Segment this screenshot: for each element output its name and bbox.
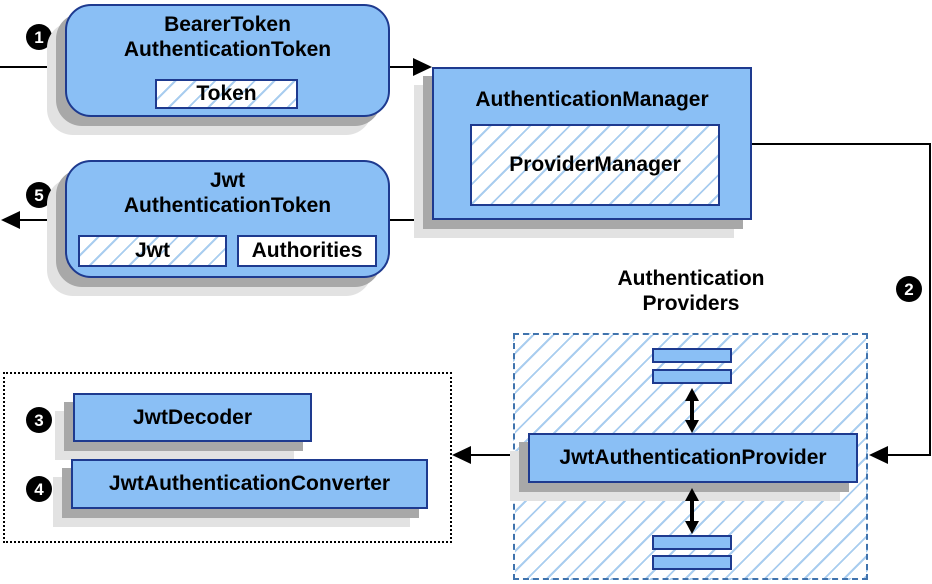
step-5-number: 5 [34, 185, 44, 205]
token-field: Token [155, 79, 298, 109]
provider-placeholder-bar [652, 555, 732, 570]
jwt-token-title-line1: Jwt [209, 169, 245, 192]
authentication-providers-label-line1: Authentication [617, 267, 765, 290]
double-arrow-top-up-head-icon [685, 388, 699, 401]
arrow-request-in-line [0, 66, 65, 68]
provider-placeholder-bar [652, 369, 732, 384]
double-arrow-bottom-icon [685, 488, 699, 534]
jwt-decoder-label: JwtDecoder [132, 405, 253, 429]
jwt-field: Jwt [78, 235, 227, 267]
jwt-authentication-provider-label: JwtAuthenticationProvider [559, 446, 827, 469]
authorities-field: Authorities [237, 235, 377, 267]
step-3-number: 3 [34, 410, 44, 430]
arrow-result-out-line [18, 219, 65, 221]
jwt-field-label: Jwt [134, 239, 170, 262]
step-4-badge: 4 [26, 476, 52, 502]
step-2-route-bottom-line [886, 454, 931, 456]
jwt-authentication-token-title: Jwt AuthenticationToken [67, 168, 388, 218]
step-2-route-top-line [752, 143, 931, 145]
jwt-authentication-provider-node: JwtAuthenticationProvider [528, 433, 858, 483]
arrow-result-out-head-icon [1, 211, 20, 229]
connector-manager-to-jwt-token-line [390, 219, 432, 221]
double-arrow-top-down-head-icon [685, 420, 699, 433]
double-arrow-bottom-down-head-icon [685, 521, 699, 534]
step-3-badge: 3 [26, 407, 52, 433]
arrow-into-converters-head-icon [452, 446, 471, 464]
jwt-authentication-converter-node: JwtAuthenticationConverter [71, 459, 428, 509]
token-field-label: Token [196, 82, 257, 105]
bearer-token-node-title: BearerToken AuthenticationToken [67, 12, 388, 62]
bearer-token-authentication-token-node: BearerToken AuthenticationToken Token [65, 4, 390, 117]
step-4-number: 4 [34, 479, 44, 499]
arrow-to-authentication-manager-head-icon [413, 58, 432, 76]
double-arrow-top-shaft [690, 401, 694, 420]
jwt-authentication-converter-label: JwtAuthenticationConverter [108, 472, 391, 495]
step-2-number: 2 [904, 279, 914, 299]
jwt-decoder-node: JwtDecoder [73, 393, 312, 442]
step-5-badge: 5 [26, 182, 52, 208]
arrow-provider-to-converters-line [469, 454, 528, 456]
authorities-field-label: Authorities [251, 239, 363, 262]
step-1-number: 1 [34, 27, 44, 47]
provider-placeholder-bar [652, 535, 732, 550]
double-arrow-bottom-shaft [690, 501, 694, 521]
step-1-badge: 1 [26, 24, 52, 50]
double-arrow-top-icon [685, 388, 699, 433]
arrow-into-provider-head-icon [869, 446, 888, 464]
step-2-route-vertical-line [929, 143, 931, 456]
bearer-token-title-line2: AuthenticationToken [123, 38, 332, 61]
arrow-to-authentication-manager-line [390, 66, 416, 68]
jwt-authentication-token-node: Jwt AuthenticationToken Jwt Authorities [65, 160, 390, 278]
jwt-token-title-line2: AuthenticationToken [123, 194, 332, 217]
authentication-providers-label-line2: Providers [642, 292, 740, 315]
provider-manager-label: ProviderManager [509, 153, 681, 176]
double-arrow-bottom-up-head-icon [685, 488, 699, 501]
authentication-manager-node: AuthenticationManager ProviderManager [432, 67, 752, 220]
step-2-badge: 2 [896, 276, 922, 302]
bearer-token-title-line1: BearerToken [164, 13, 291, 36]
authentication-providers-label: Authentication Providers [523, 266, 859, 316]
authentication-manager-title: AuthenticationManager [475, 88, 709, 111]
provider-manager-field: ProviderManager [470, 124, 720, 206]
provider-placeholder-bar [652, 348, 732, 363]
jwt-converters-group [3, 372, 452, 543]
